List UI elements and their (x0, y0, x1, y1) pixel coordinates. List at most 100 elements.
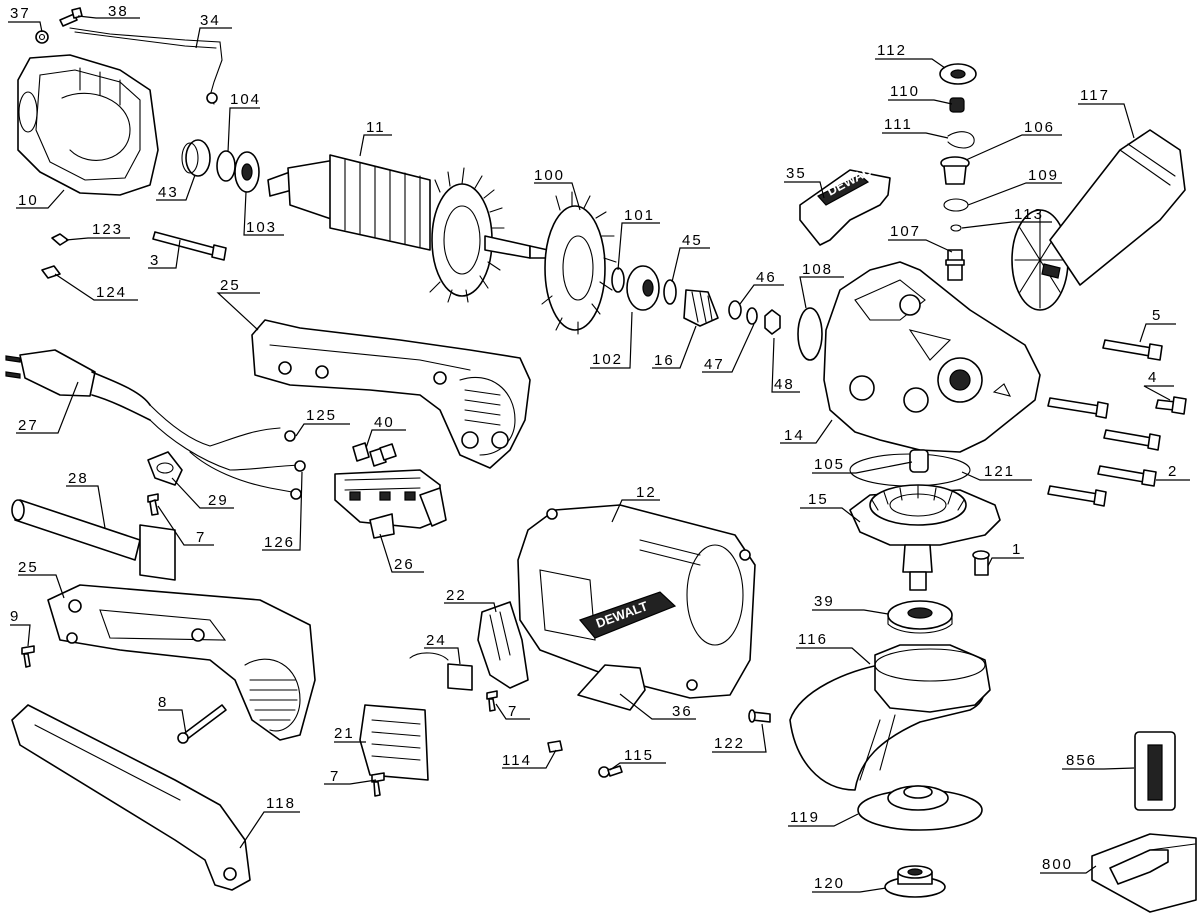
part-101-washer (611, 267, 625, 293)
callout-103: 103 (246, 219, 277, 236)
callout-124: 124 (96, 284, 127, 301)
callout-15: 15 (808, 491, 829, 508)
callout-112: 112 (877, 42, 907, 59)
callout-107: 107 (890, 223, 921, 240)
part-12-motor-housing: DEWALT (517, 504, 756, 699)
part-106-spindle-lock (940, 156, 970, 185)
part-screw-c (1047, 485, 1107, 507)
callout-45: 45 (682, 232, 703, 249)
part-24-spring-clip (409, 652, 473, 691)
part-45-washer (663, 279, 677, 305)
part-21-cover (359, 704, 429, 781)
part-103-bearing (234, 151, 260, 193)
callout-121: 121 (984, 463, 1015, 480)
callout-27: 27 (18, 417, 39, 434)
part-105-bearing (909, 449, 929, 473)
part-screw-a (1047, 397, 1109, 419)
part-29-cord-clamp (147, 451, 183, 486)
callout-2: 2 (1168, 463, 1178, 480)
callout-105: 105 (814, 456, 845, 473)
callout-22: 22 (446, 587, 467, 604)
callout-7-b: 7 (508, 703, 518, 720)
callout-125: 125 (306, 407, 337, 424)
callout-122: 122 (714, 735, 745, 752)
callout-126: 126 (264, 534, 295, 551)
callout-113: 113 (1014, 206, 1044, 223)
callout-856: 856 (1066, 752, 1097, 769)
callout-24: 24 (426, 632, 447, 649)
callout-7-c: 7 (330, 768, 340, 785)
part-100-fan (541, 191, 617, 335)
callout-10: 10 (18, 192, 39, 209)
callout-119: 119 (790, 809, 820, 826)
part-1-screw (972, 550, 990, 576)
part-117-side-handle (1011, 129, 1186, 311)
part-111-retaining-ring (947, 131, 975, 149)
part-8-pin (177, 704, 227, 744)
part-108-seal (797, 307, 823, 361)
part-4-screw (1155, 396, 1187, 415)
part-16-pinion (683, 289, 719, 327)
callout-120: 120 (814, 875, 845, 892)
part-39-flange (887, 600, 953, 634)
part-35-cover: DEWALT (799, 160, 891, 246)
callout-39: 39 (814, 593, 835, 610)
callout-114: 114 (502, 752, 532, 769)
part-120-flange-nut (884, 865, 946, 898)
part-110-spring (949, 97, 965, 113)
part-118-spanner-wrench (11, 704, 251, 891)
callout-29: 29 (208, 492, 229, 509)
part-109-ring (943, 198, 969, 212)
callout-25-upper: 25 (220, 277, 241, 294)
part-27-power-cord (5, 349, 306, 500)
callout-106: 106 (1024, 119, 1055, 136)
part-2-screw (1097, 465, 1157, 487)
callout-115: 115 (624, 747, 654, 764)
callout-12: 12 (636, 484, 657, 501)
callout-110: 110 (890, 83, 920, 100)
part-123-terminal (51, 233, 69, 246)
part-3-screw (152, 231, 227, 261)
part-40-brush (352, 442, 397, 467)
part-114-terminal (547, 740, 563, 753)
callout-100: 100 (534, 167, 565, 184)
part-122-pin (748, 709, 771, 723)
part-7-screw-b (486, 690, 498, 712)
callout-3: 3 (150, 252, 160, 269)
callout-25-lower: 25 (18, 559, 39, 576)
callout-11: 11 (366, 119, 386, 136)
callout-36: 36 (672, 703, 693, 720)
callout-101: 101 (624, 207, 655, 224)
part-119-wheel (857, 785, 983, 831)
part-25-handle-half-lower (47, 584, 316, 741)
callout-46: 46 (756, 269, 777, 286)
callout-5: 5 (1152, 307, 1162, 324)
part-9-screw (21, 645, 35, 668)
callout-38: 38 (108, 3, 129, 20)
callout-123: 123 (92, 221, 123, 238)
callout-7-a: 7 (196, 529, 206, 546)
part-115-ring-terminal (598, 765, 623, 778)
callout-104: 104 (230, 91, 261, 108)
callout-1: 1 (1012, 541, 1022, 558)
callout-117: 117 (1080, 87, 1110, 104)
part-43-bearing-sleeve (181, 139, 211, 177)
callout-labels: 37 38 34 10 43 104 103 11 3 123 124 100 … (10, 3, 1178, 892)
callout-16: 16 (654, 352, 675, 369)
part-37-nut (35, 30, 49, 44)
callout-47: 47 (704, 356, 725, 373)
part-14-gear-case (823, 261, 1041, 453)
part-5-screw (1102, 339, 1163, 361)
callout-4: 4 (1148, 369, 1158, 386)
part-856-label (1134, 731, 1176, 811)
part-34-clip-end (206, 92, 218, 104)
callout-43: 43 (158, 184, 179, 201)
part-25-handle-half-upper (251, 319, 531, 469)
part-113-ring (950, 224, 962, 232)
part-7-screw-c (371, 772, 385, 797)
callout-8: 8 (158, 694, 168, 711)
part-38-screw (59, 7, 83, 27)
callout-48: 48 (774, 376, 795, 393)
part-107-pin (945, 249, 965, 281)
part-800-spanner (1091, 833, 1197, 913)
